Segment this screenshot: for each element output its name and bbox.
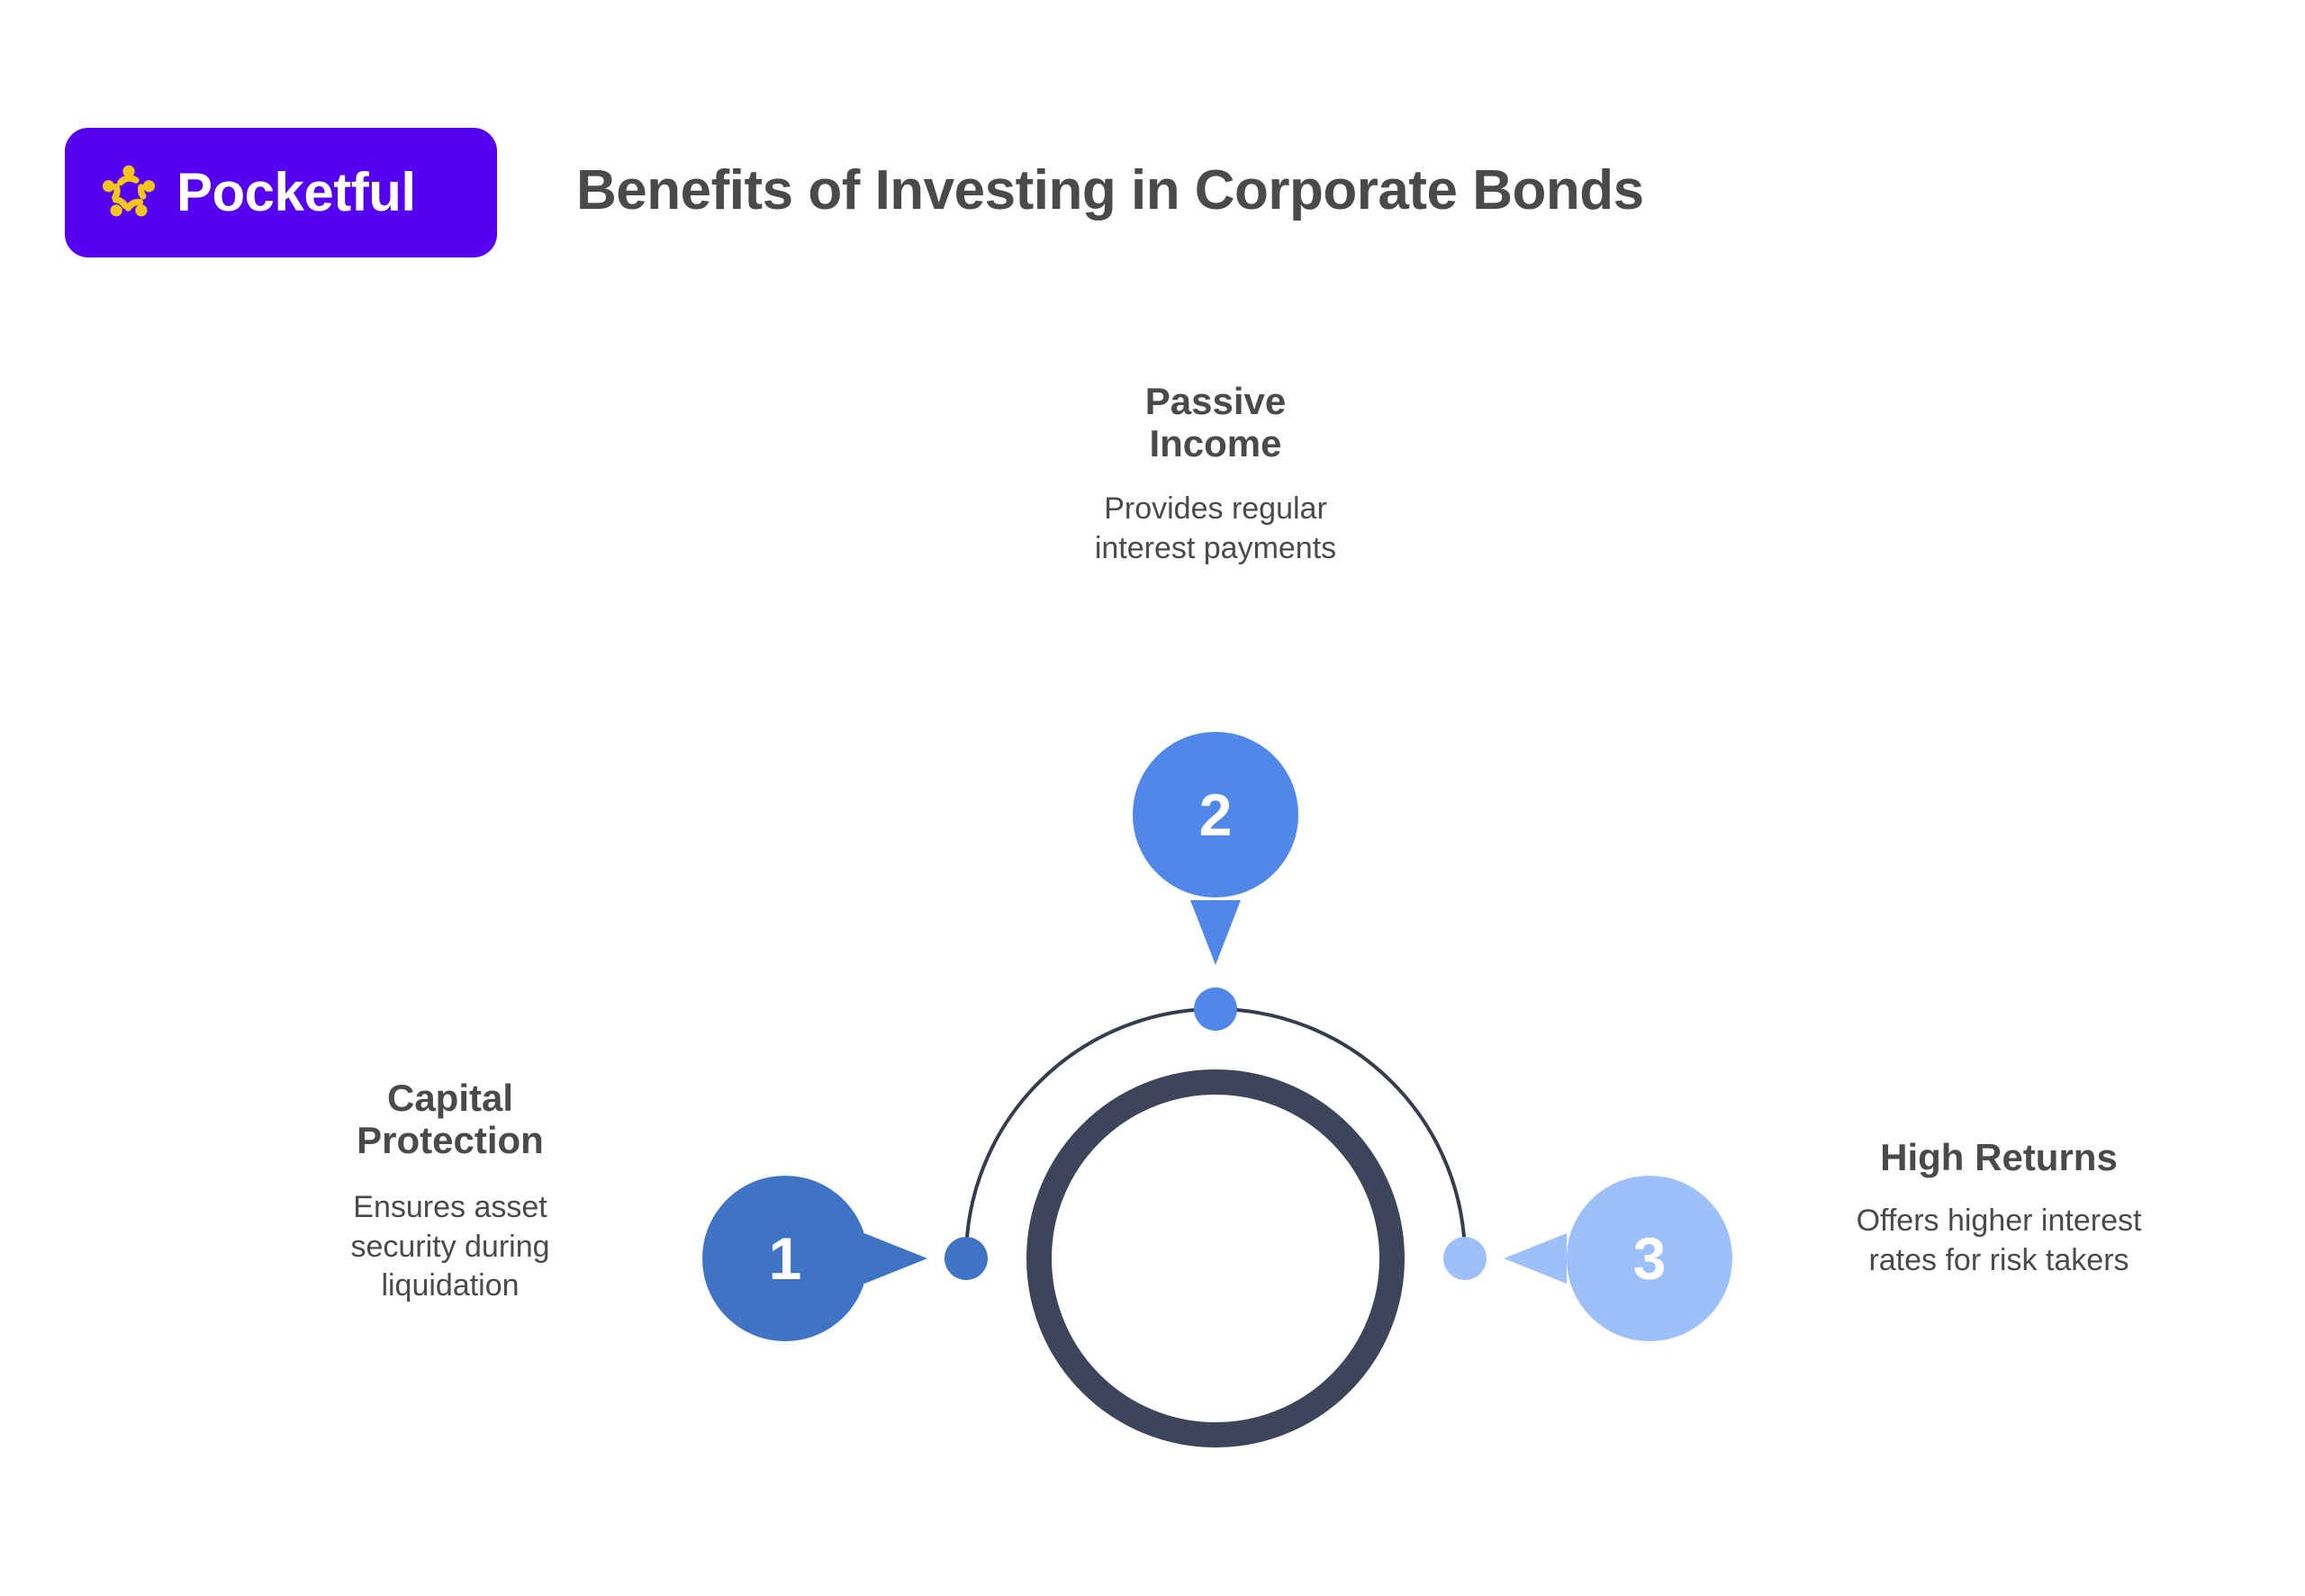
brand-wordmark: Pocketful: [176, 162, 416, 222]
marker-1-callout[interactable]: [702, 1176, 927, 1341]
node-high-returns: High Returns Offers higher interest rate…: [1801, 1136, 2197, 1280]
page-title: Benefits of Investing in Corporate Bonds: [576, 159, 1644, 221]
node-passive-income-title: Passive Income: [1144, 380, 1287, 465]
marker-2-tail: [1190, 900, 1241, 965]
arc-dot-2: [1194, 987, 1237, 1031]
node-passive-income-description: Provides regular interest payments: [1094, 491, 1337, 565]
node-capital-protection-description: Ensures asset security during liquidatio…: [350, 1190, 550, 1303]
node-capital-protection: Capital Protection Ensures asset securit…: [261, 1077, 639, 1306]
marker-3-tail: [1504, 1233, 1567, 1284]
arc-dot-3: [1443, 1237, 1487, 1280]
marker-1-tail: [864, 1233, 927, 1284]
central-ring: [1026, 1069, 1405, 1447]
pocketful-radial-dots-icon: [102, 165, 156, 217]
arc-dot-1: [945, 1237, 988, 1280]
marker-3-circle: [1567, 1176, 1732, 1341]
marker-3-callout[interactable]: [1504, 1176, 1732, 1341]
node-high-returns-title: High Returns: [1880, 1136, 2118, 1178]
node-high-returns-description: Offers higher interest rates for risk ta…: [1856, 1204, 2142, 1277]
node-passive-income: Passive Income Provides regular interest…: [1015, 380, 1416, 568]
marker-2-circle: [1133, 732, 1298, 897]
marker-2-callout[interactable]: [1133, 732, 1298, 965]
marker-1-circle: [702, 1176, 868, 1341]
node-capital-protection-title: Capital Protection: [357, 1077, 544, 1162]
brand-logo-badge[interactable]: Pocketful: [65, 128, 497, 257]
